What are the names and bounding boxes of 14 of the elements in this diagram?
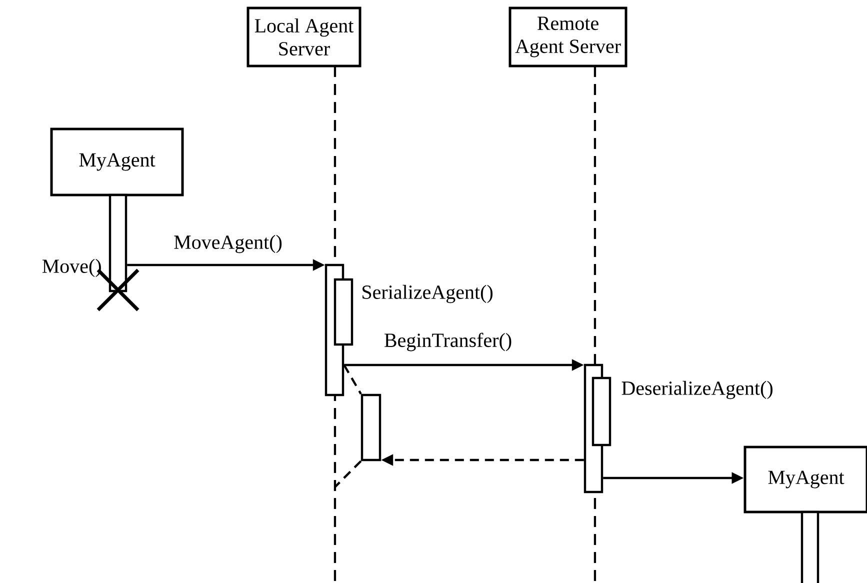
message-label: DeserializeAgent()	[622, 380, 772, 400]
message-label: SerializeAgent()	[362, 284, 492, 304]
edge-label: MoveAgent()	[172, 234, 284, 254]
activation-bar	[592, 376, 612, 446]
activation-bar	[334, 278, 354, 346]
edge-label: BeginTransfer()	[382, 332, 514, 352]
activation-bar	[800, 510, 820, 583]
participant-box: Remote Agent Server	[508, 6, 628, 68]
message-label: Move()	[42, 258, 101, 278]
activation-bar	[360, 394, 382, 462]
participant-box: MyAgent	[744, 446, 867, 514]
participant-box: Local Agent Server	[246, 6, 362, 68]
participant-box: MyAgent	[50, 128, 184, 196]
activation-bar	[108, 194, 128, 292]
